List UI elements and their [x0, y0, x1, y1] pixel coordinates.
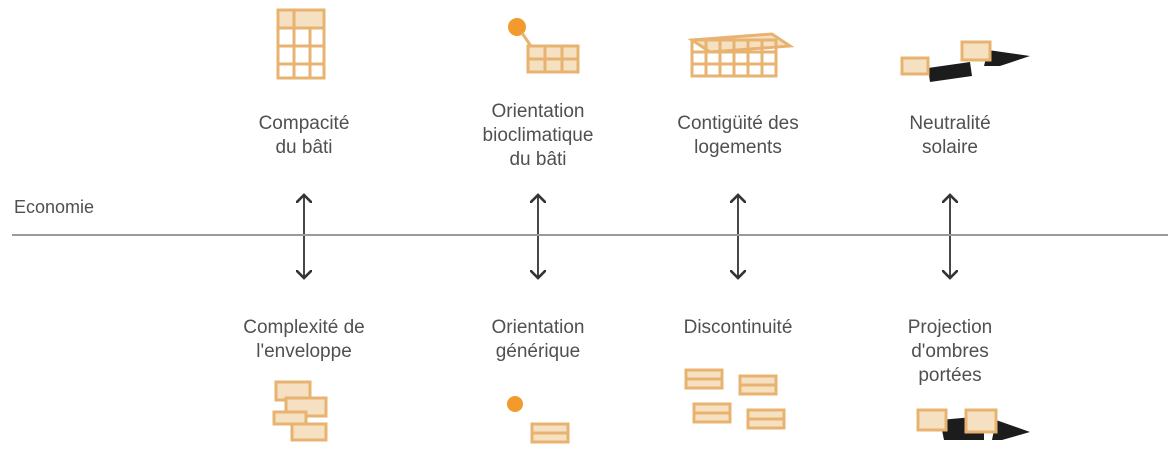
scattered-blocks-icon: [684, 368, 786, 430]
generic-orientation-icon: [507, 396, 570, 444]
double-arrows: [304, 195, 950, 278]
compact-stack-icon: [276, 8, 326, 80]
bottom-label-orientation-generique: Orientation générique: [491, 317, 585, 362]
bottom-label-discontinuite: Discontinuité: [683, 317, 793, 338]
top-label-compacite: Compacité du bâti: [258, 113, 350, 158]
contiguous-block-icon: [687, 32, 795, 78]
bottom-label-projection-ombres: Projection d'ombres portées: [907, 317, 993, 386]
top-label-orientation-bioclimatique: Orientation bioclimatique du bâti: [482, 101, 594, 170]
complex-envelope-icon: [272, 380, 328, 442]
top-label-neutralite-solaire: Neutralité solaire: [909, 113, 991, 158]
top-label-contiguite: Contigüité des logements: [677, 113, 799, 158]
economy-axis-line: [12, 234, 1168, 236]
sun-oriented-block-icon: [508, 18, 580, 74]
solar-neutral-blocks-icon: [900, 40, 1030, 82]
bottom-label-complexite: Complexité de l'enveloppe: [243, 317, 365, 362]
cast-shadow-blocks-icon: [916, 408, 1030, 440]
axis-label-economie: Economie: [14, 197, 95, 217]
